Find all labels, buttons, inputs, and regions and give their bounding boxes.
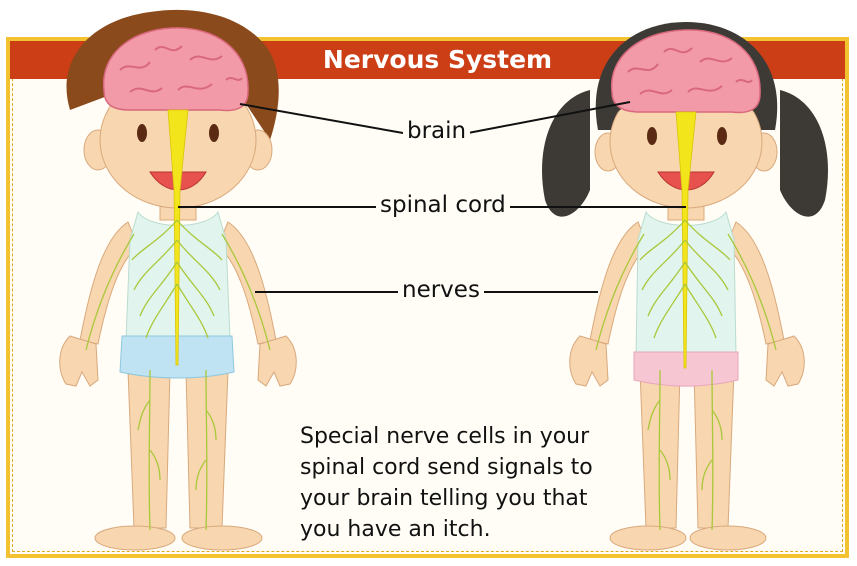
caption-line: spinal cord send signals to	[300, 452, 600, 483]
boy-left-hand	[60, 336, 98, 386]
girl-right-pigtail	[780, 90, 828, 217]
girl-left-foot	[610, 526, 686, 550]
boy-right-foot	[182, 526, 262, 550]
caption-line: Special nerve cells in your	[300, 421, 600, 452]
girl-left-eye	[647, 127, 657, 145]
brain-label: brain	[403, 118, 470, 144]
boy-left-eye	[137, 124, 147, 142]
boy-right-eye	[209, 124, 219, 142]
caption-text: Special nerve cells in your spinal cord …	[300, 421, 600, 545]
boy-figure	[60, 10, 297, 550]
girl-right-foot	[690, 526, 766, 550]
girl-left-pigtail	[542, 90, 590, 217]
caption-line: you have an itch.	[300, 514, 600, 545]
girl-right-eye	[717, 127, 727, 145]
girl-right-hand	[766, 336, 804, 386]
girl-left-hand	[570, 336, 608, 386]
girl-right-leg	[694, 370, 734, 528]
boy-right-hand	[258, 336, 296, 386]
diagram-title: Nervous System	[300, 41, 575, 79]
spinal-cord-label: spinal cord	[376, 192, 510, 218]
caption-line: your brain telling you that	[300, 483, 600, 514]
nerves-label: nerves	[398, 277, 484, 303]
boy-left-foot	[95, 526, 175, 550]
